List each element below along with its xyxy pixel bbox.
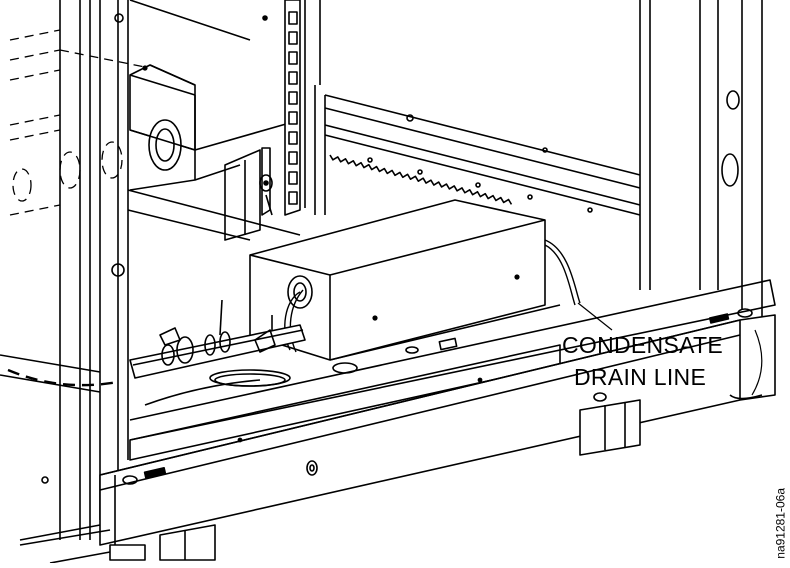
leveling-feet — [109, 392, 763, 561]
drain-tubing — [209, 239, 581, 387]
drip-tray — [129, 279, 776, 461]
left-side-panel — [0, 0, 129, 541]
right-frame — [699, 0, 763, 320]
junction-box — [129, 64, 196, 191]
rear-rails — [314, 0, 651, 290]
hidden-panel-lines — [9, 29, 151, 216]
mounting-rail — [284, 0, 306, 216]
floor-dashed-line — [7, 368, 119, 387]
callout-label-line1: CONDENSATE — [562, 332, 724, 358]
pipe — [129, 299, 306, 379]
figure-id: na91281-06a — [774, 488, 788, 559]
front-base — [99, 308, 776, 546]
condensate-pump-box — [249, 199, 546, 361]
callout-label-line2: DRAIN LINE — [574, 364, 707, 390]
callout-leaders — [577, 302, 763, 396]
